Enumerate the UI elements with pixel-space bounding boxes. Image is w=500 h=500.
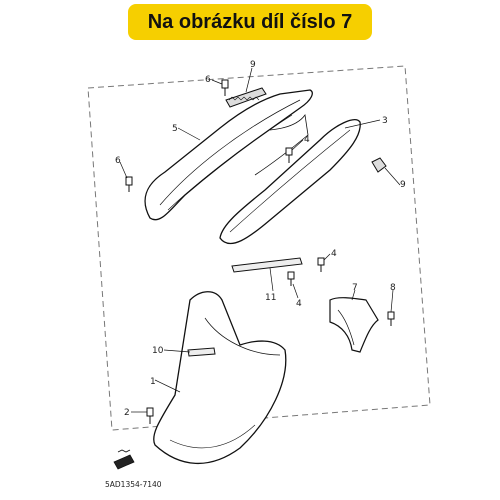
- part-3-side-cover: [219, 119, 361, 244]
- screw-8: [387, 311, 395, 326]
- catalog-code: 5AD1354-7140: [105, 480, 162, 489]
- callout-4c: 4: [296, 299, 302, 309]
- callout-7: 7: [352, 283, 358, 293]
- callout-2: 2: [124, 408, 130, 418]
- part-7-bracket: [329, 297, 379, 353]
- callout-9a: 9: [250, 60, 256, 70]
- part-5-inner-edge: [167, 114, 293, 211]
- banner-title: Na obrázku díl číslo 7: [147, 10, 353, 33]
- yamaha-logo-icon: [113, 449, 135, 470]
- part-1-rib: [204, 317, 281, 356]
- callout-4b: 4: [331, 249, 337, 259]
- part-1-lower-cover: [153, 291, 287, 465]
- part-9-teeth: [228, 96, 260, 101]
- part-1-base-edge: [169, 424, 256, 449]
- callout-1: 1: [150, 377, 156, 387]
- screw-4-a: [285, 147, 293, 163]
- part-5-edge: [159, 99, 301, 206]
- screw-4-b: [317, 257, 325, 272]
- frame-outline: [87, 65, 431, 431]
- callout-11: 11: [265, 293, 276, 303]
- leader-lines: [119, 67, 401, 413]
- part-9-strip-top: [225, 87, 267, 108]
- screw-6-left: [125, 176, 133, 192]
- screw-4-c: [287, 271, 295, 286]
- callout-5: 5: [172, 124, 178, 134]
- title-banner: Na obrázku díl číslo 7: [128, 4, 372, 40]
- part-9-clip-right: [371, 157, 387, 173]
- callout-8: 8: [390, 283, 396, 293]
- callout-9b: 9: [400, 180, 406, 190]
- callout-3: 3: [382, 116, 388, 126]
- part-7-edge: [337, 309, 355, 346]
- callout-6b: 6: [115, 156, 121, 166]
- part-5-side-cover: [144, 89, 313, 221]
- wire: [254, 113, 309, 176]
- screw-2: [146, 407, 154, 424]
- callout-10: 10: [152, 346, 164, 356]
- callout-6a: 6: [205, 75, 211, 85]
- screw-6-top: [221, 79, 229, 96]
- part-10-clip: [187, 347, 216, 357]
- callout-4a: 4: [304, 135, 310, 145]
- part-11-bracket: [231, 257, 303, 273]
- part-3-edge: [229, 129, 351, 233]
